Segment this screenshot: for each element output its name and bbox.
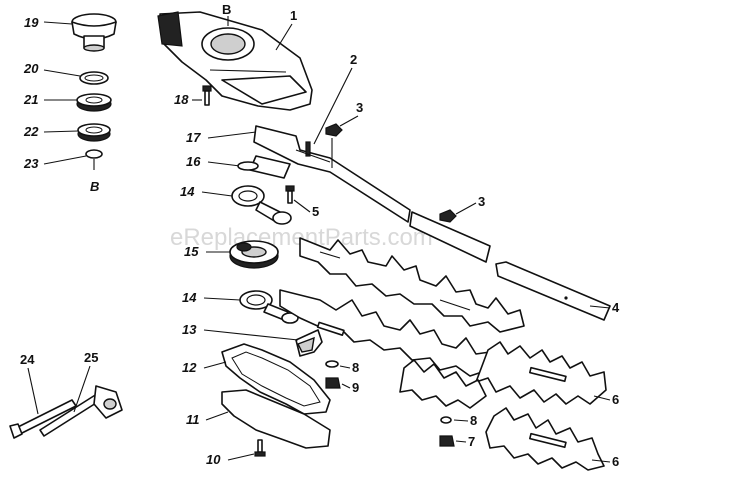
callout-18: 18 [174, 92, 189, 107]
upper-cutter-blade-part [299, 237, 525, 333]
blade-6-lower-part [485, 407, 605, 471]
screw-5-part [285, 185, 295, 204]
callout-7: 7 [468, 434, 475, 449]
callout-17: 17 [186, 130, 201, 145]
washer-16-part [237, 161, 259, 171]
ref-label-b-side: B [90, 179, 99, 194]
nut-7-part [439, 435, 455, 447]
callout-8-lower: 8 [470, 413, 477, 428]
nut-3-lower-part [439, 209, 457, 223]
washer-8-lower-part [440, 416, 452, 424]
callout-8-upper: 8 [352, 360, 359, 375]
connecting-rod-14-upper-part [231, 185, 292, 225]
callout-23: 23 [23, 156, 39, 171]
callout-25: 25 [84, 350, 98, 365]
callout-2: 2 [350, 52, 357, 67]
tool-25-part [39, 385, 123, 437]
screw-10-part [254, 439, 266, 457]
nut-9-part [325, 377, 341, 389]
callout-19: 19 [24, 15, 39, 30]
guide-bar-4-part [495, 261, 611, 321]
callout-4: 4 [612, 300, 620, 315]
callout-24: 24 [20, 352, 35, 367]
callout-6-lower: 6 [612, 454, 619, 469]
connecting-rod-14-lower-part [239, 290, 299, 324]
screw-18-part [202, 85, 212, 106]
callout-12: 12 [182, 360, 197, 375]
blade-6-upper-part [399, 341, 607, 409]
callout-15: 15 [184, 244, 199, 259]
cam-gear-15-part [229, 240, 279, 269]
callout-6-upper: 6 [612, 392, 619, 407]
ref-label-b-top: B [222, 2, 231, 17]
callout-14-lower: 14 [182, 290, 197, 305]
washer-8-upper-part [325, 360, 339, 368]
callout-9: 9 [352, 380, 359, 395]
callout-3-upper: 3 [356, 100, 363, 115]
nut-3-upper-part [325, 123, 343, 168]
bearing-stack-part [71, 13, 117, 170]
callout-1: 1 [290, 8, 297, 23]
callout-3-lower: 3 [478, 194, 485, 209]
gear-housing-part [157, 11, 313, 111]
callout-11: 11 [186, 412, 200, 427]
callout-5: 5 [312, 204, 319, 219]
callout-16: 16 [186, 154, 201, 169]
cover-plate-11-part [221, 389, 331, 449]
tension-bar-part [253, 125, 491, 263]
callout-21: 21 [23, 92, 38, 107]
callout-10: 10 [206, 452, 221, 467]
bracket-13-part [295, 329, 323, 357]
callout-14-upper: 14 [180, 184, 195, 199]
callout-22: 22 [23, 124, 39, 139]
gasket-12-part [221, 343, 331, 415]
callout-13: 13 [182, 322, 197, 337]
callout-20: 20 [23, 61, 39, 76]
